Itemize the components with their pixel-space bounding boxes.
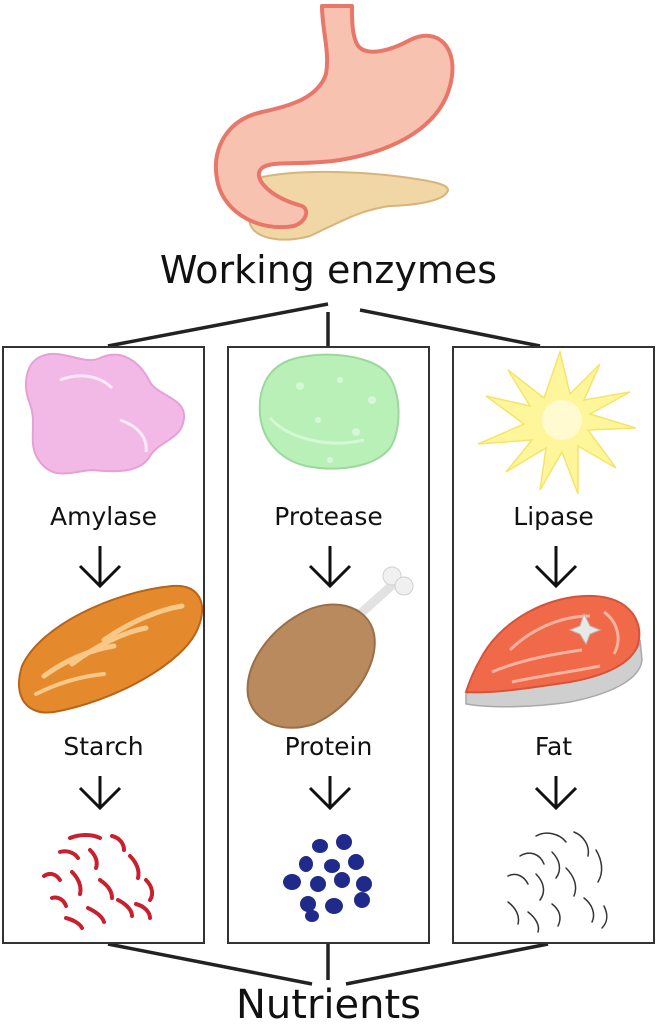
bottom-connectors: [107, 942, 549, 986]
amino-acid-dots-icon: [283, 834, 372, 922]
chicken-leg-icon: [246, 566, 414, 729]
lipase-star-icon: [477, 349, 637, 495]
protease-panel: Protease Protein: [227, 346, 430, 944]
food-label-starch: Starch: [63, 732, 144, 761]
sugar-fragments-icon: [42, 833, 155, 930]
column-lipase-art: [464, 349, 643, 933]
lipase-panel: Lipase Fat: [452, 346, 655, 944]
enzyme-label-lipase: Lipase: [513, 502, 594, 531]
column-protease-art: [246, 353, 414, 922]
top-title: Working enzymes: [159, 248, 498, 292]
enzyme-label-amylase: Amylase: [50, 502, 157, 531]
food-label-protein: Protein: [284, 732, 373, 761]
stomach-icon: [213, 4, 455, 230]
bottom-title: Nutrients: [236, 982, 421, 1028]
top-connectors: [107, 302, 541, 348]
enzyme-label-protease: Protease: [274, 502, 383, 531]
stomach-pancreas-illustration: [213, 4, 455, 241]
fatty-acid-strands-icon: [507, 831, 608, 933]
salmon-steak-icon: [464, 594, 643, 708]
column-amylase-art: [17, 352, 203, 930]
amylase-panel: Amylase Starch: [2, 346, 205, 944]
bread-icon: [17, 584, 203, 714]
food-label-fat: Fat: [534, 732, 573, 761]
